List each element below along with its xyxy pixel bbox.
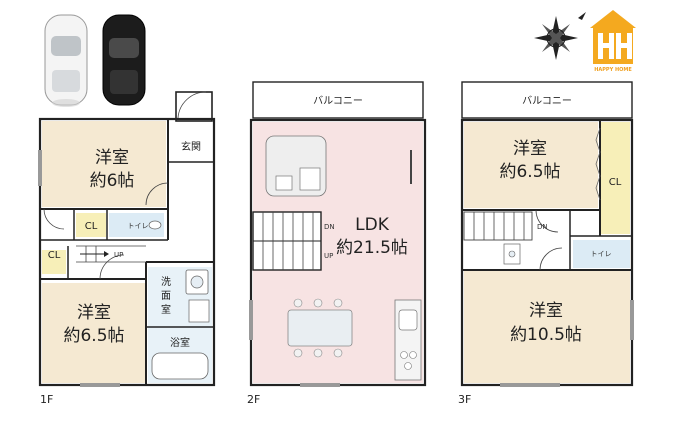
- ldk-name: LDK: [355, 215, 390, 235]
- toilet-3f-label: トイレ: [591, 250, 612, 258]
- room-3f-b-name: 洋室: [529, 301, 563, 321]
- car-black-icon: [102, 14, 146, 106]
- up-2f-label: UP: [324, 252, 333, 260]
- dn-2f-label: DN: [324, 223, 335, 231]
- ldk-size: 約21.5帖: [336, 238, 408, 258]
- floor-3f-label: 3F: [458, 393, 471, 406]
- happy-home-logo-icon: [590, 10, 636, 64]
- floor-2f-label: 2F: [247, 393, 260, 406]
- closet-1f-a-label: CL: [85, 221, 98, 232]
- floor-1f-label: 1F: [40, 393, 53, 406]
- dn-3f-label: DN: [537, 223, 548, 231]
- room-3f-b-size: 約10.5帖: [510, 325, 582, 345]
- closet-1f-b-label: CL: [48, 250, 61, 261]
- senmen-line2: 面: [161, 291, 171, 302]
- room-3f-a-size: 約6.5帖: [499, 162, 560, 182]
- balcony-2f-label: バルコニー: [313, 95, 363, 107]
- compass-rose-icon: [534, 12, 586, 60]
- senmen-line3: 室: [161, 303, 171, 316]
- bath-label: 浴室: [170, 336, 190, 349]
- up-1f-label: UP: [114, 251, 123, 259]
- senmen-line1: 洗: [161, 276, 171, 288]
- floor-3f: [460, 81, 634, 387]
- room-1f-b-name: 洋室: [77, 303, 111, 323]
- room-1f-b-size: 約6.5帖: [63, 326, 124, 346]
- genkan-label: 玄関: [181, 140, 201, 153]
- floor-2f: [249, 81, 427, 387]
- closet-3f-label: CL: [609, 177, 622, 188]
- room-3f-a-name: 洋室: [513, 139, 547, 159]
- balcony-3f-label: バルコニー: [522, 95, 572, 107]
- floor-1f: [38, 91, 216, 387]
- car-white-icon: [44, 14, 88, 107]
- toilet-1f-label: トイレ: [128, 222, 149, 230]
- room-1f-a-name: 洋室: [95, 148, 129, 168]
- logo-brand-text: HAPPY HOME: [594, 67, 632, 73]
- room-1f-a-size: 約6帖: [90, 171, 135, 191]
